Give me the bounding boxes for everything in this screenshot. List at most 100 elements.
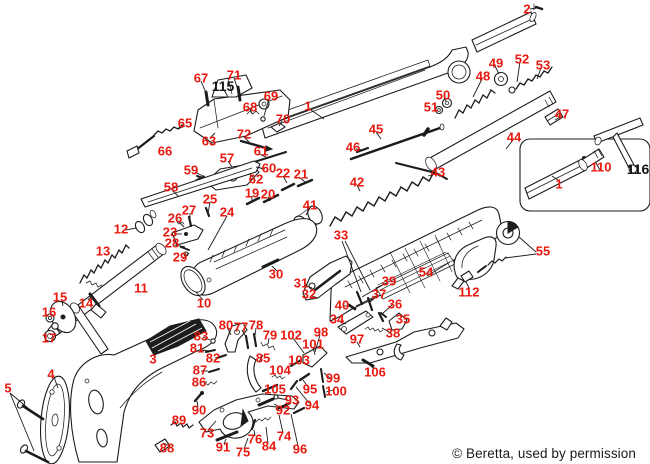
callout-17: 17 [42,331,56,346]
part-latch-98-101 [302,345,328,368]
leader-line [253,429,256,437]
leader-line [356,341,361,348]
part-pin-36 [377,311,385,323]
part-pin-93 [273,394,279,400]
leader-line [174,244,186,248]
callout-51: 51 [424,100,438,115]
callout-90: 90 [192,403,206,418]
callout-52: 52 [515,52,529,67]
callout-74: 74 [277,429,292,444]
leader-line [87,295,93,301]
leader-line [214,355,223,359]
part-magazine-follower-12 [134,209,157,234]
callout-78: 78 [249,318,263,333]
part-pin-28 [180,246,190,251]
leader-line [305,207,311,216]
callout-24: 24 [220,205,235,220]
leader-line [355,148,363,151]
callout-83: 83 [194,329,208,344]
callout-59: 59 [184,163,198,178]
leader-line [249,108,253,115]
part-bolt-31-32 [302,255,353,301]
callout-55: 55 [536,244,550,259]
callout-86: 86 [192,375,206,390]
part-pin-67 [204,90,210,107]
callout-89: 89 [172,413,186,428]
part-pin-25 [204,206,211,218]
callout-95: 95 [303,382,317,397]
callout-16: 16 [42,305,56,320]
leader-line [271,265,278,272]
part-receiver [329,206,502,322]
callout-66: 66 [158,144,172,159]
leader-line [223,89,229,98]
leader-line [200,80,207,94]
leader-line [381,327,392,334]
callout-92: 92 [276,403,290,418]
part-pin-92 [257,397,275,407]
callout-50: 50 [436,88,450,103]
part-buttplate-4 [39,375,71,464]
part-pin-76 [250,418,257,431]
leader-line [273,403,282,409]
part-trigger-group-97 [345,317,465,364]
leader-line [199,349,211,352]
leader-line [302,379,309,388]
callout-12: 12 [114,222,128,237]
callout-44: 44 [507,130,522,145]
callout-97: 97 [350,332,364,347]
leader-line [255,166,266,170]
callout-65: 65 [178,116,192,131]
leader-line [310,109,325,120]
callout-47: 47 [555,107,569,122]
part-barrel-extension [471,11,537,53]
leader-line [505,139,514,150]
callout-38: 38 [386,326,400,341]
part-ring-47 [544,108,564,126]
leader-line [323,372,332,380]
part-magazine-tube-44 [425,90,557,172]
leader-line [209,132,216,139]
part-choke-tube-110 [578,148,605,171]
part-forend-24 [189,218,318,296]
callout-30: 30 [269,267,283,282]
leader-lines [9,7,601,452]
callout-100: 100 [325,384,347,399]
leader-line [304,284,313,289]
leader-line [298,176,306,183]
callout-84: 84 [262,439,277,454]
leader-line [516,61,521,83]
callout-25: 25 [203,192,217,207]
callout-35: 35 [396,312,410,327]
part-screw-2 [533,3,544,11]
leader-line [551,175,559,181]
leader-line [529,7,538,10]
callout-43: 43 [431,165,445,180]
callout-23: 23 [163,225,177,240]
callout-46: 46 [346,140,360,155]
leader-line [356,184,361,192]
callout-37: 37 [372,287,386,302]
leader-line [443,97,447,102]
part-spring-84 [255,416,272,423]
callout-81: 81 [190,341,204,356]
leader-line [361,282,387,298]
leader-line [171,189,179,197]
callout-101: 101 [302,337,324,352]
callout-58: 58 [164,180,178,195]
leader-line [196,400,199,408]
leader-line [314,334,321,353]
leader-line [177,125,186,130]
part-pin-22 [280,182,296,192]
callout-82: 82 [206,351,220,366]
part-pin-37 [366,296,374,312]
leader-line [267,337,270,345]
callout-4: 4 [47,367,55,382]
leader-line [207,201,211,215]
part-spring-68 [246,110,260,115]
callout-85: 85 [256,351,270,366]
leader-line [162,442,169,446]
part-plug-88 [154,438,171,453]
part-pin-78 [252,332,258,348]
